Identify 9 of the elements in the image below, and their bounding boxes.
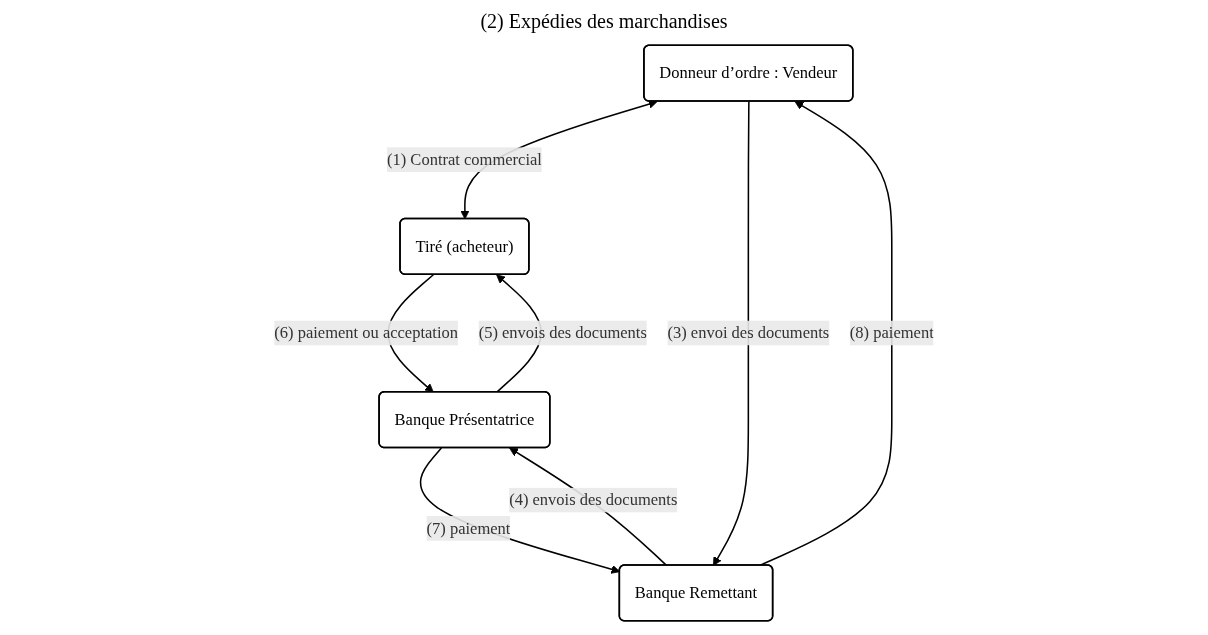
edge-label: (8) paiement	[849, 323, 934, 342]
arrow	[712, 100, 750, 566]
edge-label: (7) paiement	[426, 519, 511, 537]
edge-label: (1) Contrat commercial	[387, 150, 542, 168]
edge-label: (3) envoi des documents	[667, 323, 830, 342]
note-text: (2) Expédies des marchandises	[480, 10, 728, 33]
edge-label: (5) envois des documents	[478, 323, 647, 342]
edge-label: (6) paiement ou acceptation	[274, 323, 459, 342]
edge-label: (4) envois des documents	[509, 490, 678, 509]
